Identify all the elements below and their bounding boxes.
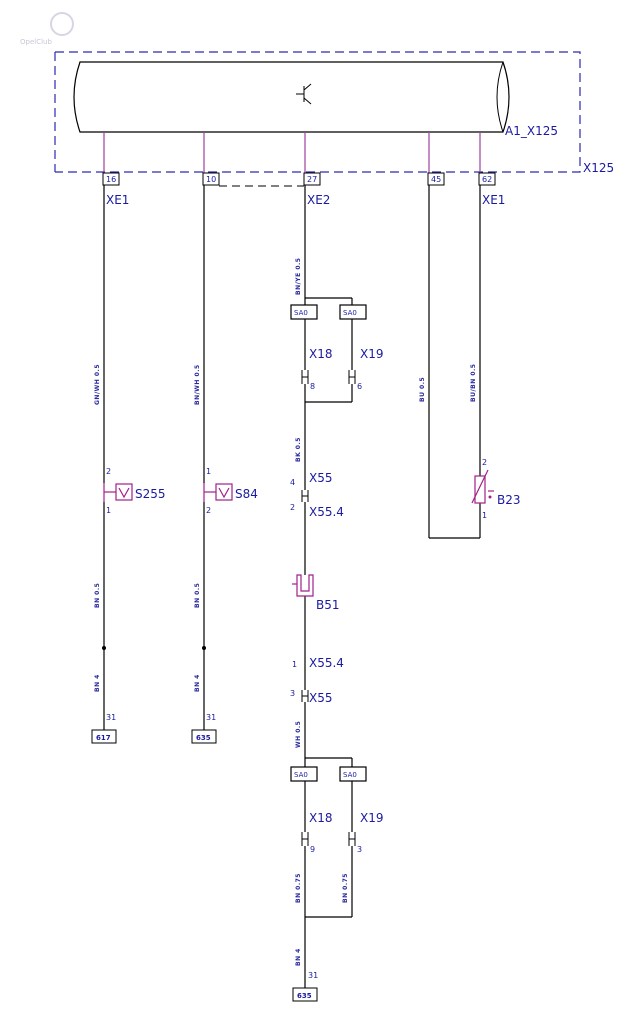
splice-top-left [290,304,318,320]
ground-2-box [191,729,217,744]
wire-label-14: BN 4 [295,948,302,966]
pin-16: 16 [106,175,116,184]
ground-1-pin: 31 [106,713,116,722]
switch-s84-icon [203,483,233,502]
splice-top-left-label: SA0 [294,309,308,317]
plug-x19-top-icon [348,370,356,384]
ground-3-pin: 31 [308,971,318,980]
wire-label-7: BN 0.5 [94,583,101,608]
wire-label-2: BN/WH 0.5 [194,364,201,405]
plug-x55-top-icon [301,490,309,502]
wire-label-12: BN 0.75 [295,873,302,903]
wire-label-4: BK 0.5 [295,437,302,462]
module-label: A1_X125 [505,124,558,138]
pin-27: 27 [307,175,317,184]
s84-pin-bottom: 2 [206,506,211,515]
switch-s84-label: S84 [235,487,258,501]
x554-bottom-label: X55.4 [309,656,344,670]
component-b51-icon [292,574,314,597]
connector-x125-label: X125 [583,161,614,175]
plug-x55-bottom-icon [301,690,309,702]
sensor-b23-label: B23 [497,493,521,507]
x18-bottom-pin: 9 [310,845,315,854]
wire-b51 [304,185,353,988]
s255-pin-top: 2 [106,467,111,476]
x19-bottom-pin: 3 [357,845,362,854]
plug-x18-top-icon [301,370,309,384]
x18-top-label: X18 [309,347,333,361]
pin-45: 45 [431,175,441,184]
ground-1-label: 617 [96,734,111,742]
b23-pin-top: 2 [482,458,487,467]
splice-bottom-left [290,766,318,782]
ground-3-box [292,987,318,1002]
wire-label-9: BN 4 [94,674,101,692]
plug-x18-bottom-icon [301,832,309,846]
module-body [73,61,510,133]
sensor-b23-icon [471,469,494,504]
ground-3-label: 635 [297,992,312,1000]
x19-bottom-label: X19 [360,811,384,825]
watermark-logo-icon [50,12,74,36]
switch-s255-label: S255 [135,487,166,501]
wire-label-6: BU/BN 0.5 [470,364,477,402]
splice-top-right [339,304,367,320]
pin-10: 10 [206,175,216,184]
x55-bottom-label: X55 [309,691,333,705]
watermark: OpelClub [20,38,52,46]
connector-xe1-left: XE1 [106,193,129,207]
plug-x19-bottom-icon [348,832,356,846]
s255-pin-bottom: 1 [106,506,111,515]
wire-label-11: WH 0.5 [295,721,302,748]
x554-top-label: X55.4 [309,505,344,519]
connector-xe1-right: XE1 [482,193,505,207]
pin-boxes [102,172,496,186]
splice-bottom-right [339,766,367,782]
pin-62: 62 [482,175,492,184]
x19-top-pin: 6 [357,382,362,391]
x554-top-pin: 2 [290,503,295,512]
wire-label-3: BN/YE 0.5 [295,258,302,295]
splice-top-right-label: SA0 [343,309,357,317]
component-b51-label: B51 [316,598,340,612]
wire-b23 [428,185,481,539]
module-boundary [55,51,581,173]
b23-pin-bottom: 1 [482,511,487,520]
splice-bottom-left-label: SA0 [294,771,308,779]
x19-top-label: X19 [360,347,384,361]
wire-label-13: BN 0.75 [342,873,349,903]
wire-label-1: GN/WH 0.5 [94,364,101,405]
connector-xe2: XE2 [307,193,330,207]
splice-bottom-right-label: SA0 [343,771,357,779]
x55-top-pin: 4 [290,478,295,487]
transistor-icon [296,83,312,105]
ground-2-label: 635 [196,734,211,742]
ground-2-pin: 31 [206,713,216,722]
x55-top-label: X55 [309,471,333,485]
x18-top-pin: 8 [310,382,315,391]
wire-label-10: BN 4 [194,674,201,692]
x55-bottom-pin: 3 [290,689,295,698]
wire-label-5: BU 0.5 [419,377,426,402]
switch-s255-icon [103,483,133,502]
x554-bottom-pin: 1 [292,660,297,669]
wire-label-8: BN 0.5 [194,583,201,608]
pin-stubs [103,132,481,173]
s84-pin-top: 1 [206,467,211,476]
x18-bottom-label: X18 [309,811,333,825]
